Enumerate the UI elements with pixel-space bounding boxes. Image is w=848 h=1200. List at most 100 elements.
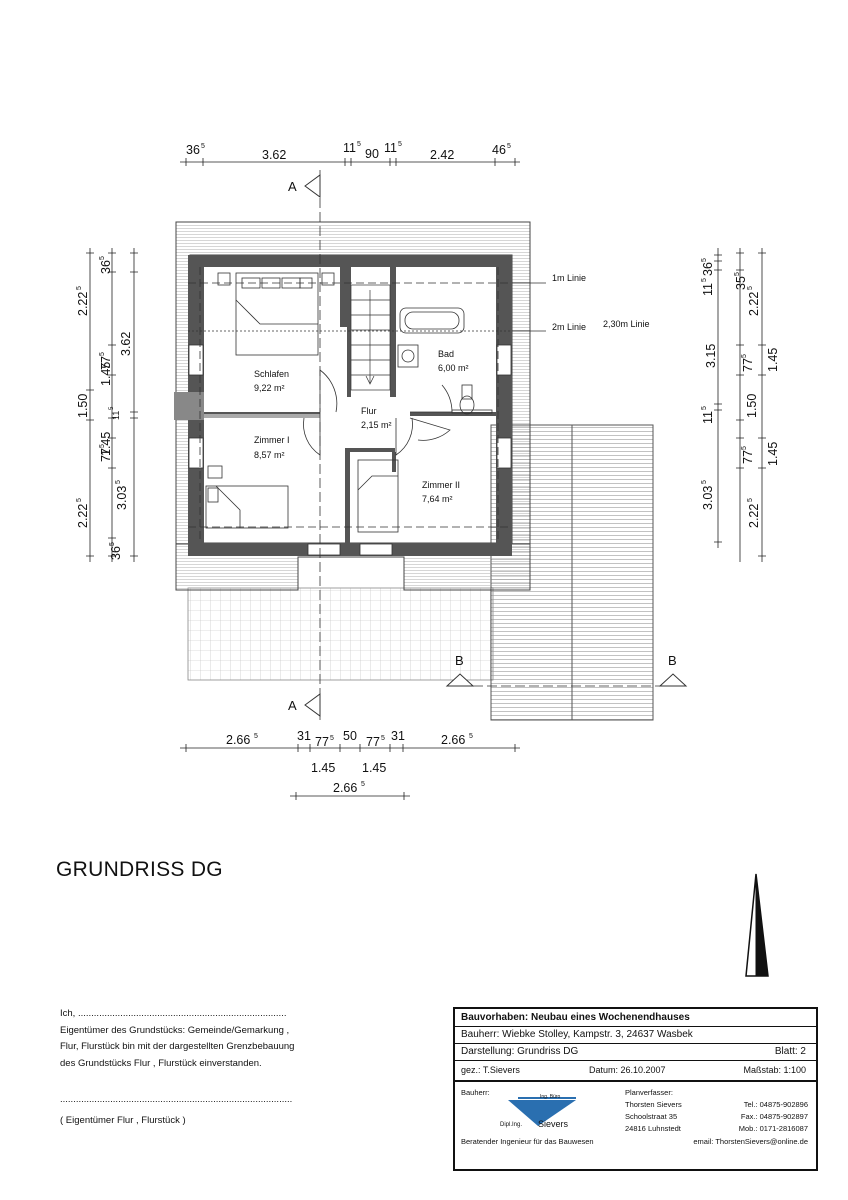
svg-text:5: 5	[109, 406, 115, 410]
svg-text:1.50: 1.50	[76, 394, 90, 418]
svg-text:5: 5	[381, 735, 385, 742]
svg-text:36: 36	[186, 143, 200, 157]
svg-text:5: 5	[701, 258, 708, 262]
title-block: Bauvorhaben: Neubau eines Wochenendhause…	[453, 1007, 818, 1171]
room-area: 9,22 m²	[254, 383, 285, 393]
svg-text:77: 77	[741, 450, 755, 464]
svg-text:5: 5	[76, 498, 83, 502]
tb-meta-row: gez.: T.Sievers Datum: 26.10.2007 Maßsta…	[455, 1060, 816, 1082]
tb-planner-street: Schoolstraat 35	[625, 1112, 678, 1121]
signature-label: ( Eigentümer Flur , Flurstück )	[60, 1114, 186, 1126]
logo-name: Sievers	[538, 1119, 569, 1129]
room-area: 8,57 m²	[254, 450, 285, 460]
svg-text:2.22: 2.22	[747, 504, 761, 528]
svg-text:1.50: 1.50	[745, 394, 759, 418]
tb-drawing: Darstellung: Grundriss DG	[461, 1046, 579, 1057]
tb-project: Bauvorhaben: Neubau eines Wochenendhause…	[461, 1012, 690, 1023]
svg-text:2.42: 2.42	[430, 148, 454, 162]
svg-text:77: 77	[366, 735, 380, 749]
svg-text:1.45: 1.45	[766, 442, 780, 466]
svg-text:5: 5	[99, 444, 106, 448]
svg-text:11: 11	[384, 141, 397, 155]
tb-planner-name: Thorsten Sievers	[625, 1100, 682, 1109]
tb-drawn-by: gez.: T.Sievers	[461, 1065, 520, 1075]
consent-line: Flur, Flurstück bin mit der dargestellte…	[60, 1041, 295, 1052]
walls	[174, 255, 512, 556]
consent-line: Ich, ...................................…	[60, 1008, 287, 1019]
svg-text:35: 35	[734, 276, 748, 290]
room-name: Zimmer I	[254, 435, 290, 445]
svg-text:2.66: 2.66	[226, 733, 250, 747]
logo-left: Dipl.Ing.	[500, 1122, 523, 1128]
section-markers	[304, 174, 688, 717]
tb-tel: Tel.: 04875-902896	[743, 1100, 808, 1109]
room-name: Bad	[438, 349, 454, 359]
section-a-bottom: A	[288, 698, 297, 713]
svg-text:5: 5	[109, 542, 116, 546]
line-label-2m: 2m Linie	[552, 322, 586, 332]
room-name: Flur	[361, 406, 377, 416]
tb-contact: Bauherr: Planverfasser: Ing. Büro Dipl.I…	[455, 1082, 816, 1169]
tb-email: email: ThorstenSievers@online.de	[693, 1137, 808, 1146]
svg-text:5: 5	[734, 272, 741, 276]
furniture	[205, 272, 493, 533]
signature-line: ........................................…	[60, 1094, 293, 1105]
svg-text:5: 5	[254, 733, 258, 740]
svg-text:3.03: 3.03	[701, 486, 715, 510]
line-label-1m: 1m Linie	[552, 273, 586, 283]
tb-project-row: Bauvorhaben: Neubau eines Wochenendhause…	[455, 1009, 816, 1027]
svg-text:1.45: 1.45	[311, 761, 335, 775]
room-area: 2,15 m²	[361, 420, 392, 430]
tb-planner-label: Planverfasser:	[625, 1088, 673, 1097]
tb-planner-city: 24816 Luhnstedt	[625, 1124, 681, 1133]
company-logo: Ing. Büro Dipl.Ing. Sievers	[498, 1094, 578, 1132]
svg-text:3.62: 3.62	[262, 148, 286, 162]
svg-text:2.22: 2.22	[76, 292, 90, 316]
svg-text:5: 5	[741, 354, 748, 358]
consent-line: des Grundstücks Flur , Flurstück einvers…	[60, 1057, 262, 1069]
windows	[188, 344, 512, 556]
svg-text:3.03: 3.03	[115, 486, 129, 510]
height-lines	[188, 170, 546, 720]
svg-text:31: 31	[391, 729, 405, 743]
svg-text:5: 5	[115, 480, 122, 484]
svg-text:5: 5	[469, 733, 473, 740]
roof-outline	[175, 221, 531, 591]
svg-text:77: 77	[741, 358, 755, 372]
svg-text:11: 11	[111, 411, 121, 420]
svg-text:5: 5	[747, 286, 754, 290]
dims-left: 2.22 5 1.50 2.22 5 36 5 77 5 11 5 77 5 3…	[76, 256, 133, 560]
svg-text:2.66: 2.66	[441, 733, 465, 747]
svg-text:77: 77	[99, 356, 113, 370]
tb-scale: Maßstab: 1:100	[743, 1065, 806, 1075]
svg-text:36: 36	[701, 262, 715, 276]
tb-client: Bauherr: Wiebke Stolley, Kampstr. 3, 246…	[461, 1029, 693, 1040]
svg-text:50: 50	[343, 729, 357, 743]
svg-text:36: 36	[109, 546, 123, 560]
svg-text:5: 5	[701, 480, 708, 484]
svg-text:3.15: 3.15	[704, 344, 718, 368]
logo-small: Ing. Büro	[540, 1094, 561, 1100]
svg-text:5: 5	[507, 143, 511, 150]
consent-block: Ich, ...................................…	[60, 1006, 360, 1129]
svg-text:5: 5	[99, 256, 106, 260]
svg-text:77: 77	[99, 448, 113, 462]
floor-plan: A A B B 1m Linie 2m Linie 2,30m Linie Sc…	[76, 141, 780, 800]
section-a-top: A	[288, 179, 297, 194]
consent-line: Eigentümer des Grundstücks: Gemeinde/Gem…	[60, 1024, 290, 1036]
tb-drawing-row: Darstellung: Grundriss DG Blatt: 2	[455, 1043, 816, 1061]
stair	[350, 284, 391, 391]
svg-text:5: 5	[357, 141, 361, 148]
svg-text:5: 5	[747, 498, 754, 502]
svg-text:5: 5	[76, 286, 83, 290]
svg-text:31: 31	[297, 729, 311, 743]
svg-text:5: 5	[701, 278, 708, 282]
dimension-lines	[86, 158, 766, 800]
svg-text:90: 90	[365, 147, 379, 161]
svg-text:5: 5	[201, 143, 205, 150]
svg-text:11: 11	[343, 141, 356, 155]
svg-text:2.22: 2.22	[747, 292, 761, 316]
tb-date: Datum: 26.10.2007	[589, 1065, 666, 1075]
